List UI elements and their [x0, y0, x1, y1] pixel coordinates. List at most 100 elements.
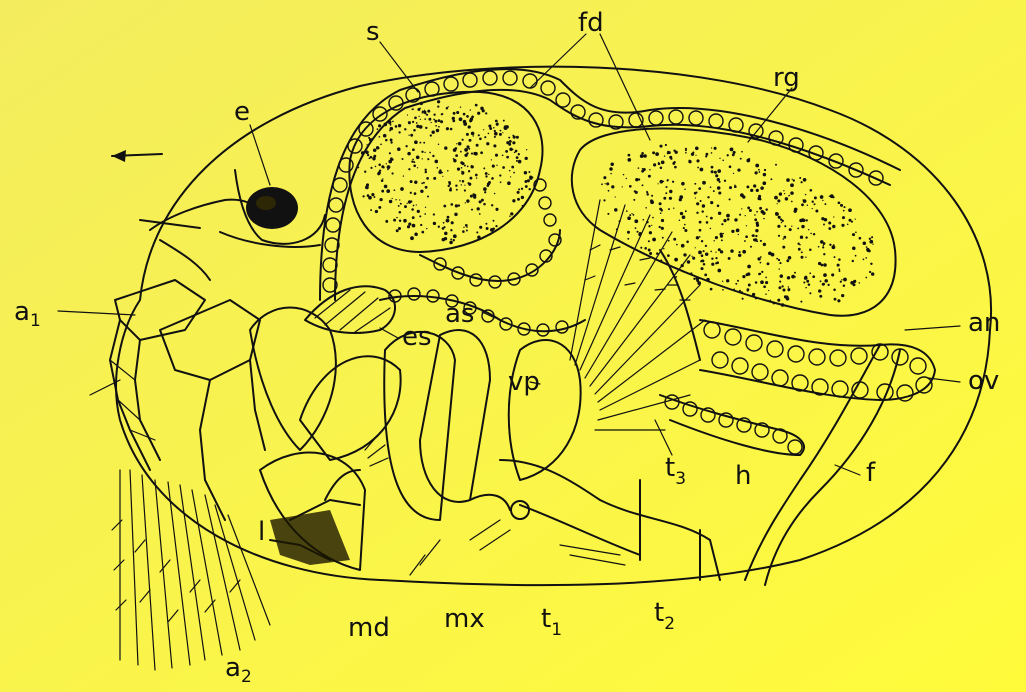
- stipple-dot: [407, 225, 410, 228]
- stipple-dot: [424, 118, 426, 120]
- stipple-dot: [640, 247, 642, 249]
- stipple-dot: [660, 167, 663, 170]
- stipple-dot: [778, 286, 781, 289]
- stipple-dot: [464, 189, 466, 191]
- stipple-dot: [777, 299, 780, 302]
- stipple-dot: [437, 105, 439, 107]
- stipple-dot: [488, 174, 489, 175]
- stipple-dot: [834, 298, 837, 301]
- stipple-dot: [433, 222, 436, 225]
- stipple-dot: [423, 182, 425, 184]
- label-fd: fd: [578, 8, 604, 38]
- stipple-dot: [791, 275, 795, 279]
- stipple-dot: [450, 203, 453, 206]
- stipple-dot: [368, 157, 370, 159]
- stipple-dot: [392, 121, 394, 123]
- stipple-dot: [420, 224, 422, 226]
- stipple-dot: [780, 274, 784, 278]
- stipple-dot: [389, 152, 391, 154]
- stipple-dot: [687, 260, 690, 263]
- stipple-dot: [755, 235, 757, 237]
- stipple-dot: [412, 216, 415, 219]
- stipple-dot: [609, 167, 613, 171]
- stipple-dot: [665, 192, 667, 194]
- stipple-dot: [659, 226, 661, 228]
- stipple-dot: [661, 227, 664, 230]
- stipple-dot: [461, 167, 463, 169]
- stipple-dot: [626, 210, 628, 212]
- stipple-dot: [699, 229, 702, 232]
- stipple-dot: [747, 265, 751, 269]
- stipple-dot: [427, 196, 429, 198]
- stipple-dot: [764, 169, 766, 171]
- stipple-dot: [815, 210, 818, 213]
- stipple-dot: [673, 161, 675, 163]
- stipple-dot: [388, 160, 392, 164]
- stipple-dot: [674, 258, 678, 262]
- stipple-dot: [423, 142, 425, 144]
- stipple-dot: [416, 125, 418, 127]
- stipple-dot: [765, 277, 767, 279]
- stipple-dot: [847, 224, 849, 226]
- stipple-dot: [742, 275, 745, 278]
- stipple-dot: [472, 135, 474, 137]
- stipple-dot: [516, 160, 518, 162]
- stipple-dot: [690, 272, 692, 274]
- stipple-dot: [696, 191, 698, 193]
- stipple-dot: [838, 258, 841, 261]
- stipple-dot: [701, 210, 703, 212]
- stipple-dot: [403, 219, 407, 223]
- stipple-dot: [807, 204, 808, 205]
- stipple-dot: [529, 176, 533, 180]
- stipple-dot: [717, 269, 721, 273]
- stipple-dot: [848, 208, 852, 212]
- stipple-dot: [863, 242, 867, 246]
- stipple-dot: [503, 120, 505, 122]
- stipple-dot: [643, 219, 645, 221]
- stipple-dot: [414, 192, 417, 195]
- stipple-dot: [744, 240, 746, 242]
- stipple-dot: [842, 216, 845, 219]
- stipple-dot: [400, 187, 404, 191]
- label-t2-main: t: [654, 598, 664, 628]
- stipple-dot: [765, 293, 767, 295]
- stipple-dot: [722, 159, 724, 161]
- label-t1-sub: 1: [551, 620, 562, 640]
- label-l: l: [258, 517, 265, 547]
- stipple-dot: [379, 136, 381, 138]
- stipple-dot: [383, 123, 387, 127]
- stipple-dot: [381, 190, 384, 193]
- stipple-dot: [486, 142, 489, 145]
- stipple-dot: [413, 129, 416, 132]
- stipple-dot: [521, 188, 523, 190]
- stipple-dot: [683, 253, 686, 256]
- stipple-dot: [673, 208, 674, 209]
- stipple-dot: [645, 207, 647, 209]
- stipple-dot: [818, 289, 821, 292]
- stipple-dot: [704, 273, 707, 276]
- stipple-dot: [732, 154, 735, 157]
- stipple-dot: [742, 250, 746, 254]
- stipple-dot: [703, 263, 706, 266]
- stipple-dot: [649, 175, 651, 177]
- stipple-dot: [747, 290, 749, 292]
- stipple-dot: [499, 133, 502, 136]
- stipple-dot: [380, 143, 382, 145]
- stipple-dot: [783, 190, 784, 191]
- stipple-dot: [438, 226, 440, 228]
- stipple-dot: [516, 136, 519, 139]
- stipple-dot: [752, 293, 755, 296]
- stipple-dot: [663, 248, 664, 249]
- stipple-dot: [438, 143, 440, 145]
- stipple-dot: [781, 285, 783, 287]
- stipple-dot: [695, 147, 699, 151]
- stipple-dot: [652, 238, 656, 242]
- stipple-dot: [812, 201, 814, 203]
- stipple-dot: [476, 231, 478, 233]
- stipple-dot: [509, 215, 511, 217]
- stipple-dot: [784, 225, 786, 227]
- stipple-dot: [800, 301, 802, 303]
- stipple-dot: [395, 199, 396, 200]
- stipple-dot: [721, 239, 723, 241]
